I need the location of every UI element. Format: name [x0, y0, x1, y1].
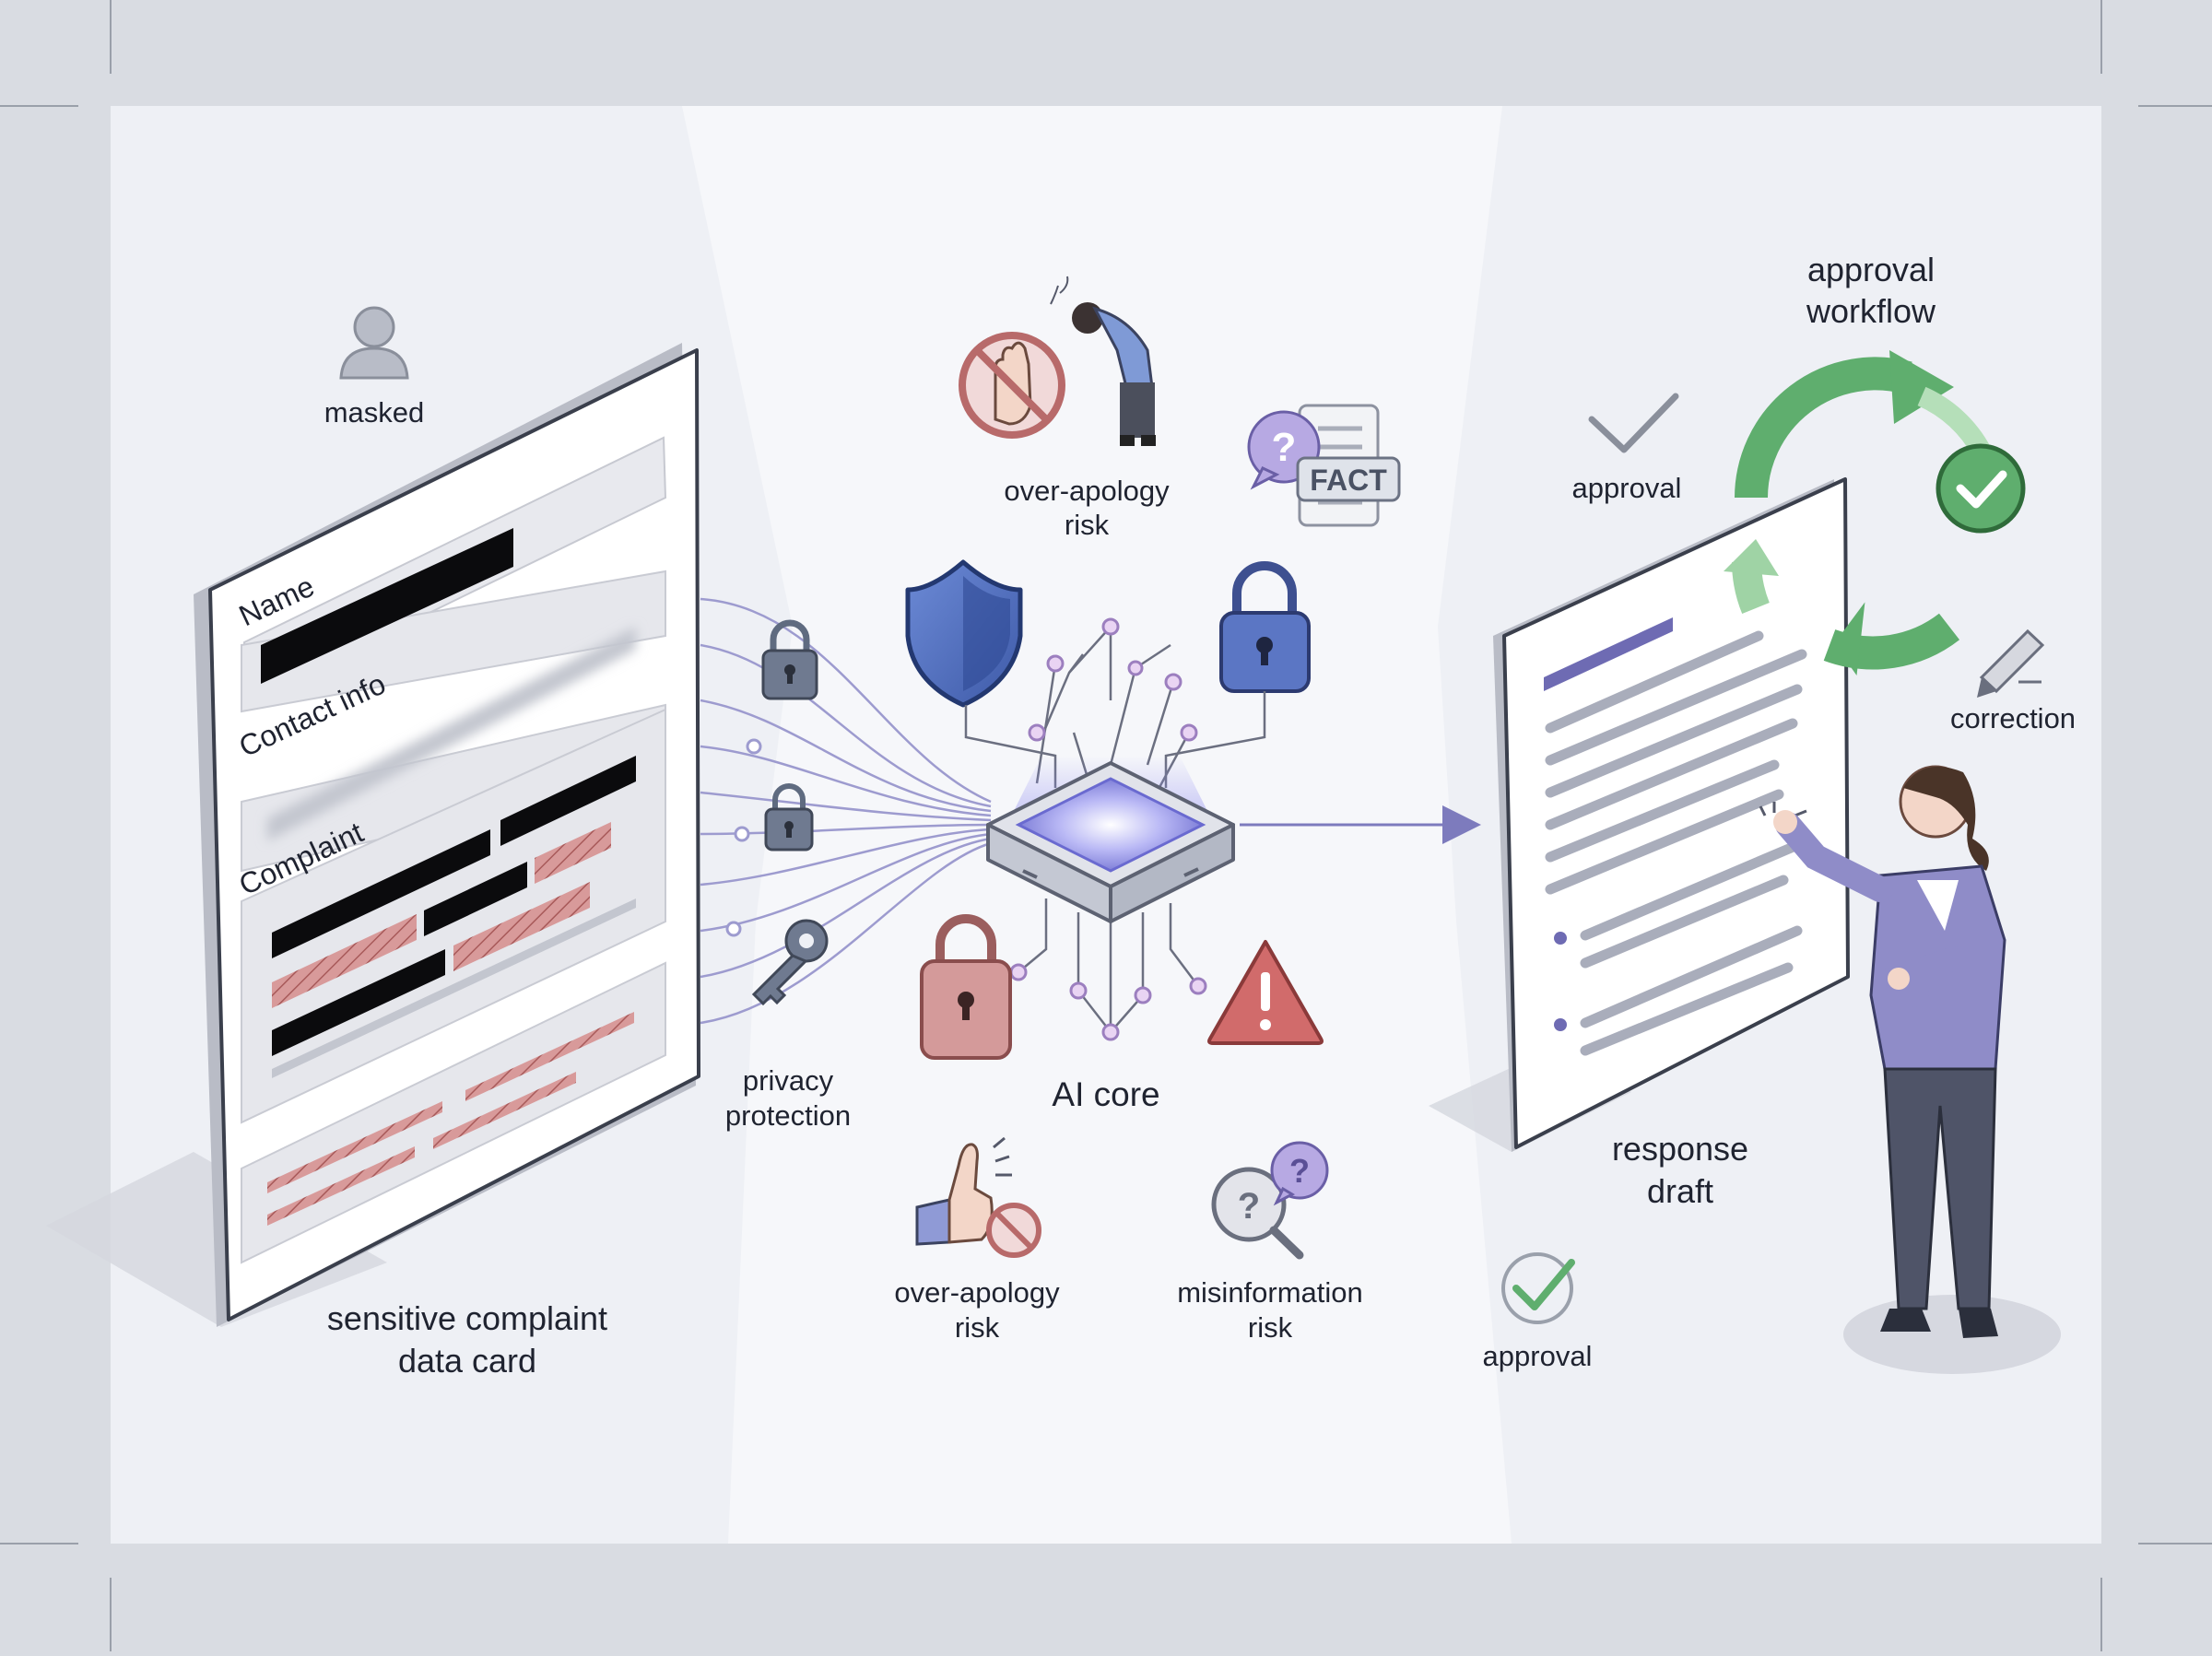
over-apology-bottom-group: over-apology risk [894, 1136, 1060, 1344]
approval-top-label: approval [1572, 472, 1682, 504]
svg-text:?: ? [1272, 425, 1297, 470]
response-draft-card [1429, 477, 1850, 1152]
card-caption-line2: data card [398, 1342, 536, 1380]
svg-text:?: ? [1289, 1152, 1310, 1190]
key-icon [751, 919, 829, 1006]
misinformation-group: ? ? misinformation risk [1177, 1141, 1363, 1344]
shield-icon [905, 559, 1023, 708]
checkmark-icon [1588, 393, 1679, 453]
padlock-icon [761, 619, 818, 700]
pencil-icon [1977, 628, 2045, 698]
line-nodes [725, 738, 762, 937]
bowing-person-icon [1050, 276, 1156, 446]
padlock-icon [1219, 561, 1311, 693]
no-hand-icon [959, 332, 1065, 439]
user-silhouette-icon [339, 306, 409, 380]
fact-badge: FACT [1310, 464, 1387, 497]
warning-icon [1207, 940, 1324, 1045]
misinfo-line2: risk [1248, 1311, 1293, 1344]
core-nodes [1009, 617, 1207, 1041]
workflow-title-line1: approval [1807, 251, 1935, 288]
padlock-icon [920, 914, 1012, 1060]
ai-core-chip [986, 761, 1235, 923]
masked-label: masked [324, 396, 425, 429]
svg-text:?: ? [1238, 1186, 1260, 1227]
approval-bottom-label: approval [1483, 1340, 1593, 1372]
privacy-label-line1: privacy [743, 1064, 834, 1097]
presenter-person-icon [1759, 765, 2061, 1374]
lower-field [241, 961, 666, 1264]
fact-check-icon: ? FACT [1247, 404, 1401, 527]
correction-label: correction [1950, 702, 2076, 734]
misinfo-line1: misinformation [1177, 1276, 1363, 1309]
name-redaction [261, 528, 513, 684]
question-magnifier-icon: ? ? [1211, 1141, 1329, 1260]
workflow-title-line2: workflow [1806, 292, 1936, 330]
privacy-label-line2: protection [725, 1099, 851, 1132]
draft-caption-line2: draft [1647, 1172, 1713, 1210]
complaint-field: Complaint [234, 708, 666, 1124]
over-apology-top-line2: risk [1065, 509, 1110, 541]
ai-core-label: AI core [1052, 1075, 1159, 1113]
padlock-icon [764, 783, 814, 851]
no-hand-icon [915, 1136, 1041, 1258]
contact-blur [267, 627, 636, 841]
approved-check-badge [1936, 443, 2026, 534]
card-caption-line1: sensitive complaint [327, 1299, 607, 1337]
approval-circle-icon [1501, 1252, 1575, 1324]
over-apology-bottom-line1: over-apology [894, 1276, 1060, 1309]
over-apology-bottom-line2: risk [955, 1311, 1000, 1344]
cycle-arrows-icon [1724, 350, 1991, 676]
over-apology-top-group: over-apology risk [959, 276, 1170, 541]
draft-caption-line1: response [1612, 1130, 1748, 1168]
over-apology-top-line1: over-apology [1004, 475, 1170, 507]
